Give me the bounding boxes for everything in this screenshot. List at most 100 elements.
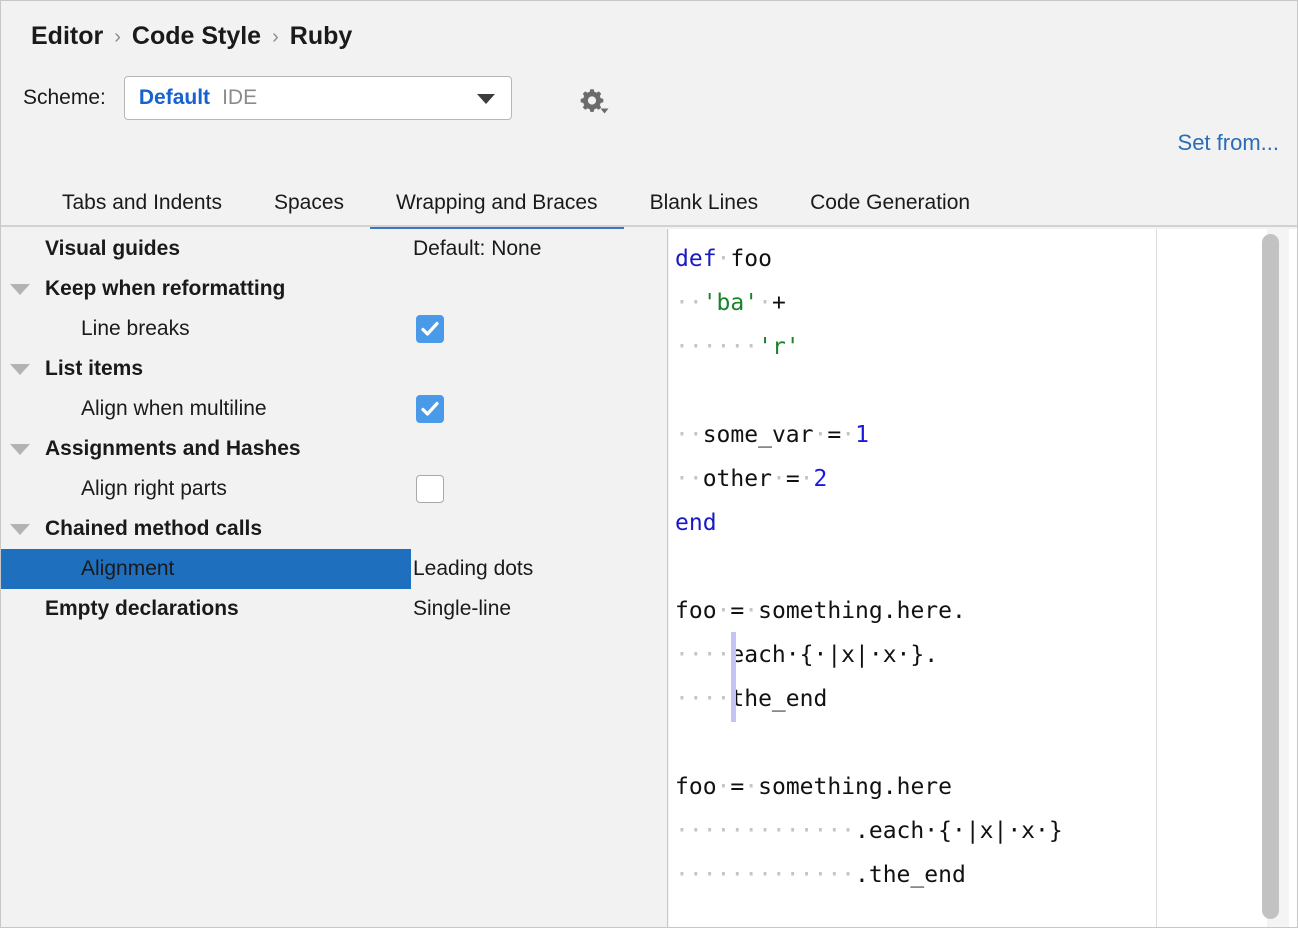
tab-tabs-and-indents[interactable]: Tabs and Indents [62,191,222,214]
tree-label: Align right parts [81,477,227,500]
tree-row-keep-when-reformatting[interactable]: Keep when reformatting [1,269,667,309]
tree-value[interactable]: Default: None [413,237,542,260]
row-selection-highlight [1,549,411,589]
tree-row-visual-guides[interactable]: Visual guides Default: None [1,229,667,269]
code-line: def·foo [675,237,1063,281]
code-token: = [827,422,842,448]
gear-icon [580,89,609,114]
tab-bar: Tabs and Indents Spaces Wrapping and Bra… [1,179,1297,229]
tree-label: Chained method calls [45,517,263,540]
code-token: = [730,598,745,624]
code-token-ws: · [841,422,856,448]
code-token-ws: · [744,598,759,624]
chevron-down-icon [476,94,495,104]
code-token-ws: · [716,246,731,272]
code-line: foo·=·something.here. [675,589,1063,633]
tree-label: Empty declarations [45,597,239,620]
code-token-ws: ············· [675,818,856,844]
scheme-label: Scheme: [23,86,106,109]
code-token-ws: · [813,422,828,448]
tree-row-empty-declarations[interactable]: Empty declarations Single-line [1,589,667,629]
code-token: some_var [702,422,814,448]
tree-row-align-when-multiline[interactable]: Align when multiline [1,389,667,429]
code-token: the_end [730,686,828,712]
tab-wrapping-and-braces[interactable]: Wrapping and Braces [370,179,624,229]
tree-label: List items [45,357,144,380]
breadcrumb-item-editor[interactable]: Editor [31,21,104,50]
code-token-ws: ·· [675,422,703,448]
code-line [675,545,1063,589]
code-line: ····the_end [675,676,1063,722]
code-token: other [702,466,772,492]
checkbox-align-right-parts[interactable] [416,475,444,503]
tab-bar-divider [1,225,1297,227]
code-token-ws: ···· [675,686,731,712]
code-line [675,369,1063,413]
code-token-ws: · [771,466,786,492]
code-line: end [675,501,1063,545]
tree-row-line-breaks[interactable]: Line breaks [1,309,667,349]
scheme-settings-button[interactable] [574,81,618,117]
code-token-ws: · [758,290,772,316]
tree-value-alignment[interactable]: Leading dots [413,557,534,580]
scheme-row: Scheme: Default IDE [23,75,512,121]
scheme-select[interactable]: Default IDE [123,76,512,120]
tree-row-align-right-parts[interactable]: Align right parts [1,469,667,509]
tree-row-assignments-and-hashes[interactable]: Assignments and Hashes [1,429,667,469]
code-token: .each·{·|x|·x·} [855,818,1063,844]
options-tree[interactable]: Visual guides Default: None Keep when re… [1,229,668,927]
checkbox-align-when-multiline[interactable] [416,395,444,423]
scheme-selected-value: Default [138,86,211,109]
code-line: ·············.each·{·|x|·x·} [675,807,1063,855]
tree-label: Keep when reformatting [45,277,286,300]
breadcrumb-item-code-style[interactable]: Code Style [131,21,262,50]
preview-scrollbar-thumb[interactable] [1262,234,1279,919]
code-token: .the_end [855,862,966,888]
caret-column-marker [731,676,737,722]
code-line: ·············.the_end [675,851,1063,899]
code-token-str: 'r' [758,334,800,360]
code-token: foo [730,246,772,272]
tree-label: Visual guides [45,237,180,260]
tree-row-alignment[interactable]: Alignment Leading dots [1,549,667,589]
tree-label: Alignment [81,557,175,580]
tab-blank-lines[interactable]: Blank Lines [649,191,759,214]
checkbox-line-breaks[interactable] [416,315,444,343]
set-from-link[interactable]: Set from... [1177,130,1279,155]
code-token: something.here [758,774,952,800]
tree-value-empty-declarations[interactable]: Single-line [413,597,512,620]
scheme-scope-label: IDE [222,86,258,109]
code-preview-panel[interactable]: def·foo··'ba'·+······'r'··some_var·=·1··… [669,229,1297,927]
tree-label: Align when multiline [81,397,267,420]
code-token-ws: ············· [675,862,856,888]
code-line: foo·=·something.here [675,765,1063,809]
code-token: = [730,774,745,800]
code-token-ws: · [716,598,731,624]
tree-row-list-items[interactable]: List items [1,349,667,389]
tree-row-chained-method-calls[interactable]: Chained method calls [1,509,667,549]
code-line: ······'r' [675,325,1063,369]
chevron-down-icon[interactable] [10,523,30,535]
code-token-num: 2 [813,466,828,492]
preview-scrollbar-track[interactable] [1262,229,1289,927]
code-preview-text[interactable]: def·foo··'ba'·+······'r'··some_var·=·1··… [675,237,1063,899]
breadcrumb-item-ruby: Ruby [289,21,353,50]
tree-label: Line breaks [81,317,190,340]
chevron-down-icon[interactable] [10,443,30,455]
caret-column-marker [731,632,737,678]
code-token-kw: def [675,246,717,272]
code-token: = [785,466,800,492]
breadcrumb: Editor › Code Style › Ruby [31,19,352,53]
tab-spaces[interactable]: Spaces [273,191,344,214]
code-line: ··'ba'·+ [675,281,1063,325]
code-line: ··some_var·=·1 [675,413,1063,457]
code-token: foo [675,774,717,800]
code-token: foo [675,598,717,624]
chevron-down-icon[interactable] [10,363,30,375]
chevron-down-icon[interactable] [10,283,30,295]
check-icon [421,321,439,336]
code-token-kw: end [675,510,717,536]
preview-divider [1156,229,1157,927]
tab-code-generation[interactable]: Code Generation [810,191,971,214]
